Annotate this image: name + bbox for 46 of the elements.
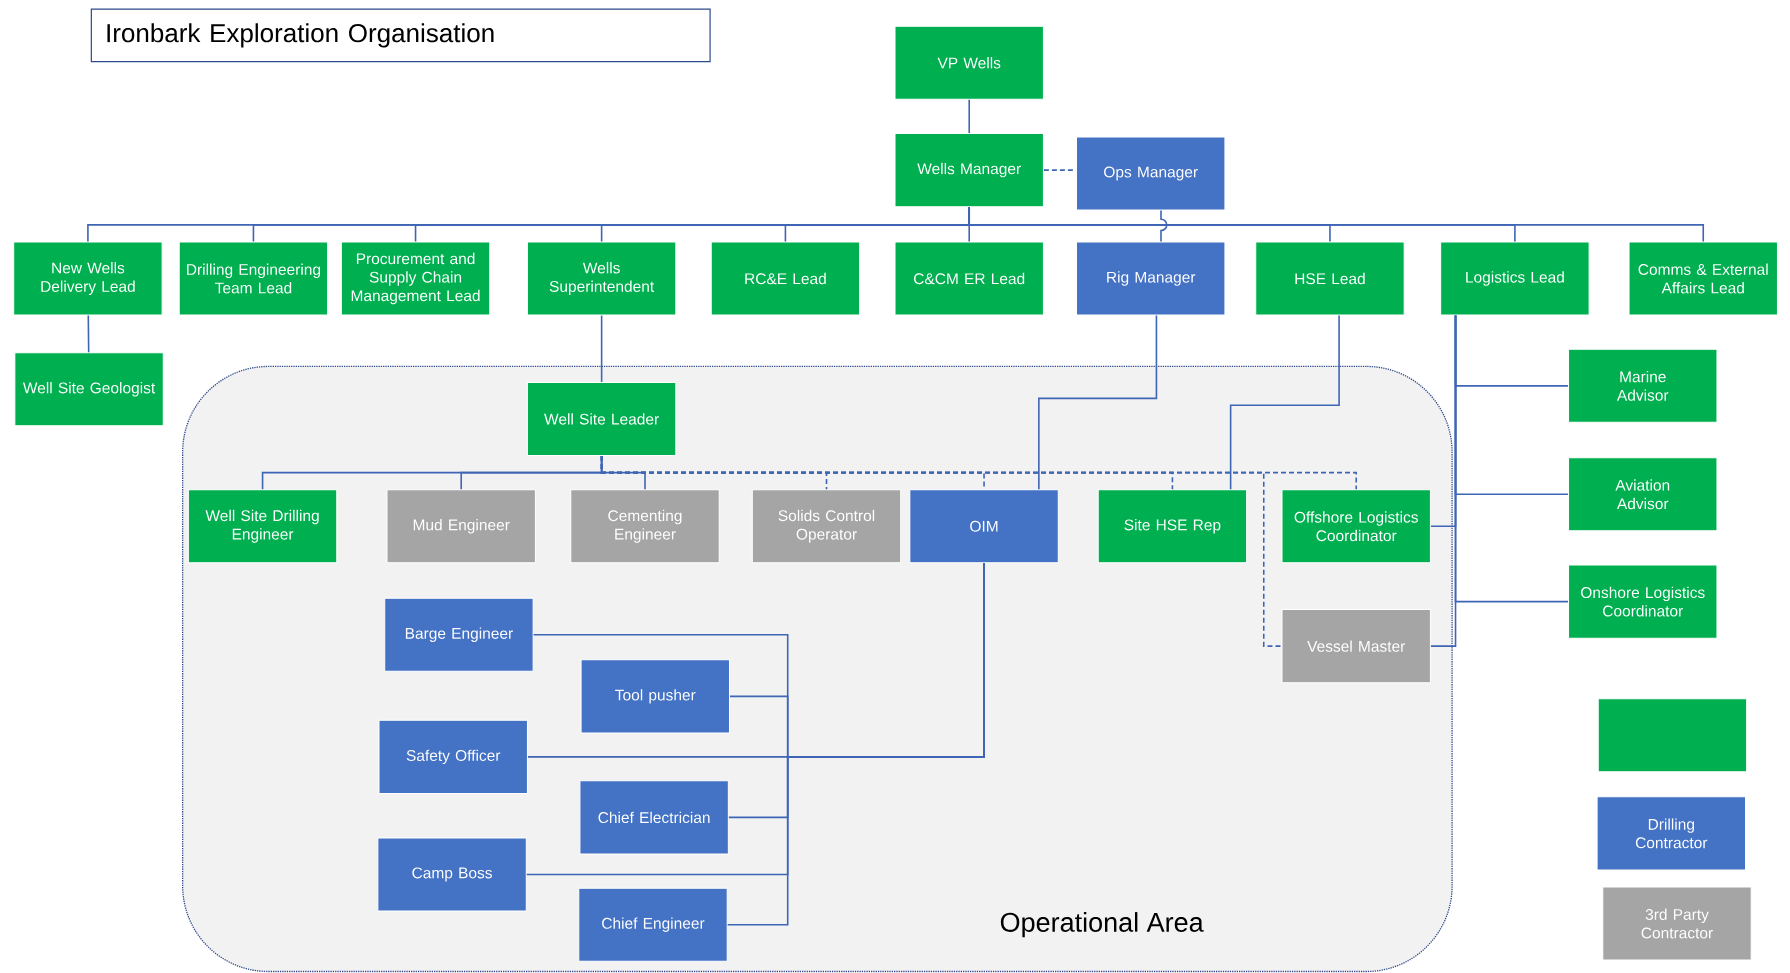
role-box: Logistics Lead [1440,241,1590,316]
role-box: C&CM ER Lead [894,241,1044,316]
role-box: Aviation Advisor [1568,457,1718,532]
role-box: Solids Control Operator [751,489,902,564]
connector-line [1229,314,1340,491]
role-box: Well Site Geologist [14,352,164,427]
role-box: Comms & External Affairs Lead [1628,241,1778,316]
role-box: Barge Engineer [384,597,534,672]
role-box: Well Site Leader [526,381,677,456]
role-box: Offshore Logistics Coordinator [1281,489,1431,564]
role-box: Chief Engineer [578,887,728,962]
role-box: HSE Lead [1255,241,1405,316]
connector-line [600,455,1283,647]
role-box: OIM [909,489,1059,564]
connector-line [1430,314,1457,647]
role-box: Site HSE Rep [1097,489,1248,564]
role-box: Chief Electrician [579,780,729,855]
role-box: Procurement and Supply Chain Management Lead [340,241,491,316]
role-box: Vessel Master [1281,609,1431,684]
legend-item: Drilling Contractor [1596,796,1746,871]
role-box: Camp Boss [377,837,527,912]
role-box: Mud Engineer [386,489,536,564]
role-box: Marine Advisor [1568,348,1718,423]
role-box: VP Wells [894,25,1044,100]
role-box: Rig Manager [1076,241,1226,316]
legend-item: 3rd Party Contractor [1602,886,1752,961]
connector-line [1038,314,1158,491]
role-box: Drilling Engineering Team Lead [178,241,329,316]
connector-line [968,206,1705,243]
role-box: Onshore Logistics Coordinator [1568,564,1718,639]
role-box: Tool pusher [580,659,730,734]
connector-line [968,99,970,134]
connector-line [600,314,603,383]
role-box: Safety Officer [378,719,528,794]
role-box: RC&E Lead [710,241,861,316]
role-box: Cementing Engineer [570,489,720,564]
connector-line [87,314,90,354]
role-box: Wells Superintendent [526,241,677,316]
role-box: Well Site Drilling Engineer [187,489,338,564]
connector-line [1160,209,1168,243]
title-box: Ironbark Exploration Organisation [90,8,711,63]
connector-line [726,562,985,926]
role-box: Wells Manager [894,133,1044,208]
legend-box [1597,698,1748,773]
role-box: Ops Manager [1076,136,1226,211]
role-box: New Wells Delivery Lead [13,241,163,316]
